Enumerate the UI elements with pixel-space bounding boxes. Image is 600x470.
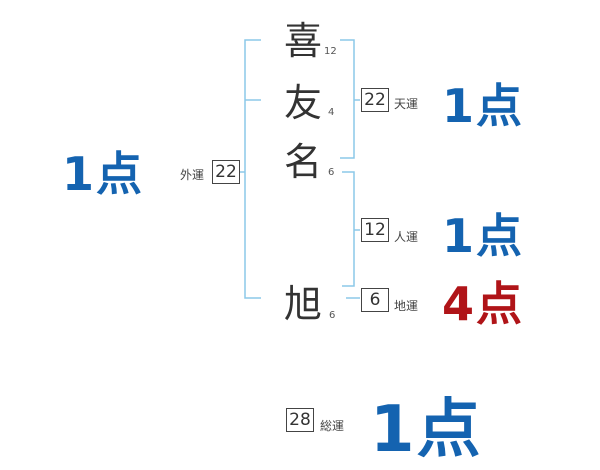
stroke-count-2: 4 [328, 107, 335, 118]
jinun-label: 人運 [394, 230, 419, 244]
name-char-4: 旭 [284, 282, 323, 326]
jinun-score: 1点 [442, 209, 525, 263]
outer-bracket [244, 39, 261, 299]
gaiun-label: 外運 [180, 168, 205, 182]
name-char-2: 友 [284, 81, 323, 125]
stroke-count-1: 12 [324, 46, 337, 57]
stroke-count-4: 6 [329, 310, 336, 321]
souun-value-box: 28 [286, 408, 314, 432]
tenun-score: 1点 [442, 79, 525, 133]
souun-label: 総運 [320, 419, 345, 433]
tenun-label: 天運 [394, 97, 419, 111]
tenun-bracket [340, 39, 355, 159]
chiun-value-box: 6 [361, 288, 389, 312]
jinun-bracket [342, 171, 355, 287]
gaiun-score: 1点 [62, 147, 145, 201]
tenun-value-box: 22 [361, 88, 389, 112]
souun-score: 1点 [370, 393, 483, 467]
chiun-score: 4点 [442, 277, 525, 331]
stroke-count-3: 6 [328, 167, 335, 178]
chiun-label: 地運 [394, 299, 419, 313]
name-char-1: 喜 [284, 19, 323, 63]
gaiun-value-box: 22 [212, 160, 240, 184]
jinun-value-box: 12 [361, 218, 389, 242]
name-char-3: 名 [284, 140, 323, 184]
